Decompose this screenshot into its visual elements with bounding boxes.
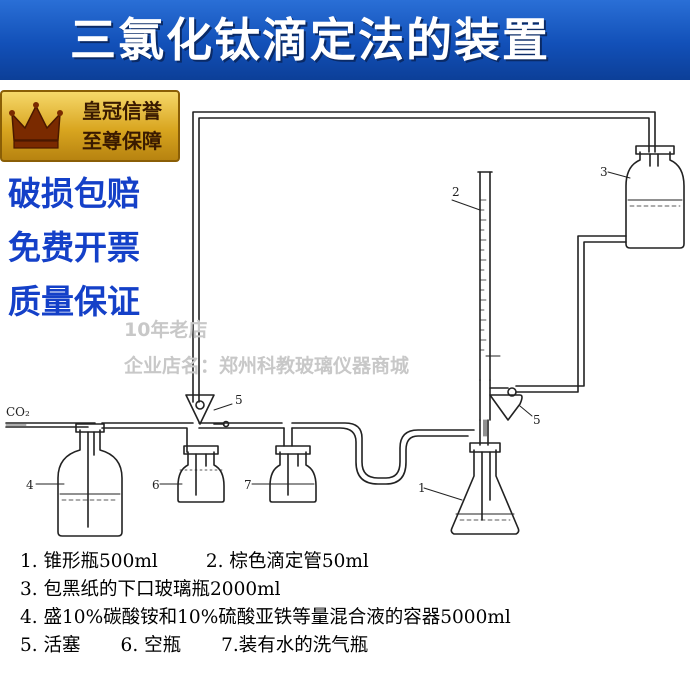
inlet-tube <box>5 422 96 428</box>
promo-line-1: 破损包赔 <box>8 174 140 213</box>
leader-2 <box>451 199 481 211</box>
crown-badge: 皇冠信誉 至尊保障 <box>0 90 180 162</box>
label-2: 2 <box>452 185 460 199</box>
apparatus-diagram: CO₂ 4 6 7 1 2 3 5 5 <box>5 111 685 537</box>
legend-row-1: 1. 锥形瓶500ml 2. 棕色滴定管50ml <box>20 548 688 576</box>
co2-label: CO₂ <box>6 405 30 419</box>
leader-1 <box>423 487 463 501</box>
label-5-right: 5 <box>533 413 541 427</box>
label-4: 4 <box>26 478 34 492</box>
legend-item-5: 5. 活塞 <box>20 635 81 656</box>
watermark-line-2: 企业店名：郑州科教玻璃仪器商城 <box>124 355 410 377</box>
leader-5a <box>213 403 233 411</box>
label-7: 7 <box>244 478 252 492</box>
legend-item-3: 3. 包黑纸的下口玻璃瓶2000ml <box>20 579 281 600</box>
title-banner: 三氯化钛滴定法的装置 <box>0 0 690 80</box>
promo-line-3: 质量保证 <box>8 282 140 321</box>
bottle-4 <box>57 423 123 537</box>
label-6: 6 <box>152 478 160 492</box>
leader-5b <box>519 405 533 417</box>
legend-item-6: 6. 空瓶 <box>120 635 182 656</box>
overhead-tube <box>192 111 656 403</box>
promo-line-2: 免费开票 <box>8 228 140 267</box>
legend-row-3: 4. 盛10%碳酸铵和10%硫酸亚铁等量混合液的容器5000ml <box>20 604 688 632</box>
leader-3 <box>607 171 631 179</box>
legend-item-7: 7.装有水的洗气瓶 <box>221 635 369 656</box>
watermark-line-1: 10年老店 <box>124 319 208 341</box>
label-1: 1 <box>418 481 426 495</box>
label-3: 3 <box>600 165 608 179</box>
page-title: 三氯化钛滴定法的装置 <box>70 13 550 67</box>
crown-icon <box>9 102 63 149</box>
burette-2 <box>477 171 501 437</box>
bottle-3 <box>625 145 685 249</box>
legend-item-2: 2. 棕色滴定管50ml <box>205 551 369 572</box>
conical-flask-1 <box>450 419 520 535</box>
badge-line-2: 至尊保障 <box>82 129 162 153</box>
label-5-left: 5 <box>235 393 243 407</box>
legend-item-1: 1. 锥形瓶500ml <box>20 551 158 572</box>
legend-row-4: 5. 活塞 6. 空瓶 7.装有水的洗气瓶 <box>20 632 688 660</box>
bottle-6 <box>177 445 225 503</box>
legend: 1. 锥形瓶500ml 2. 棕色滴定管50ml 3. 包黑纸的下口玻璃瓶2000… <box>20 548 688 660</box>
stopcock-5-left <box>185 394 230 428</box>
bottle-7 <box>269 427 317 503</box>
stopcock-5-right <box>489 387 523 421</box>
badge-line-1: 皇冠信誉 <box>82 99 162 123</box>
legend-item-4: 4. 盛10%碳酸铵和10%硫酸亚铁等量混合液的容器5000ml <box>20 607 511 628</box>
legend-row-2: 3. 包黑纸的下口玻璃瓶2000ml <box>20 576 688 604</box>
